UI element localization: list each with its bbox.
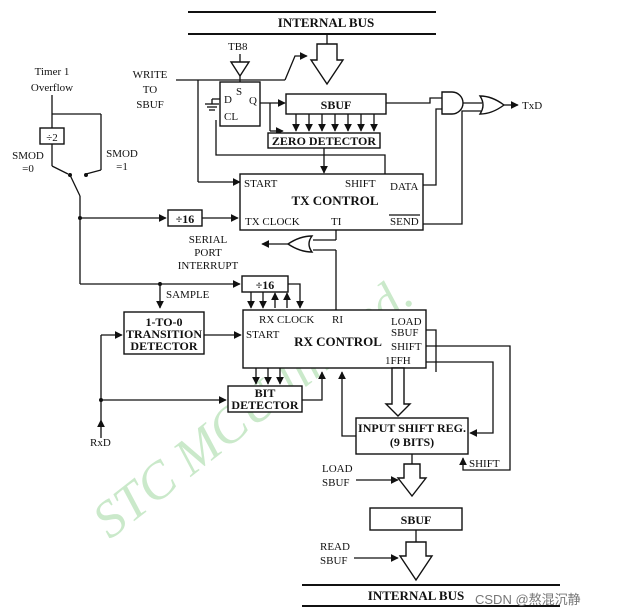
load-label-1: LOAD bbox=[322, 463, 353, 475]
rx-div16-label: ÷16 bbox=[256, 278, 275, 292]
write-label-2: TO bbox=[143, 84, 158, 96]
tx-shift-label: SHIFT bbox=[345, 178, 376, 190]
ff-q-label: Q bbox=[249, 95, 257, 107]
zero-detector-label: ZERO DETECTOR bbox=[272, 134, 376, 148]
rx-1ffh-label: 1FFH bbox=[385, 355, 411, 367]
tx-control-box bbox=[239, 173, 424, 231]
tx-div16-label: ÷16 bbox=[176, 212, 195, 226]
shift-to-sbuf-arrow bbox=[396, 463, 428, 498]
sbuf-tx-box bbox=[285, 93, 387, 115]
input-shift-label-2: (9 BITS) bbox=[390, 435, 434, 449]
serial-label-1: SERIAL bbox=[189, 234, 228, 246]
rx-shift-label: SHIFT bbox=[391, 341, 422, 353]
bus-to-sbuf-arrow bbox=[309, 43, 345, 86]
div2-label: ÷2 bbox=[46, 132, 58, 144]
smod1-label-2: =1 bbox=[116, 161, 128, 173]
rxd-label: RxD bbox=[90, 437, 111, 449]
bit-label-2: DETECTOR bbox=[231, 398, 298, 412]
bit-label-1: BIT bbox=[255, 386, 276, 400]
txd-label: TxD bbox=[522, 100, 542, 112]
txd-and-gate bbox=[441, 91, 464, 115]
credit-text: CSDN @熬混沉静 bbox=[475, 592, 581, 607]
ff-cl-label: CL bbox=[224, 111, 238, 123]
read-label-2: SBUF bbox=[320, 555, 348, 567]
timer-label-2: Overflow bbox=[31, 82, 73, 94]
tx-control-label: TX CONTROL bbox=[291, 193, 378, 208]
load-label-2: SBUF bbox=[322, 477, 350, 489]
tx-clock-label: TX CLOCK bbox=[245, 216, 300, 228]
sbuf-rx-label: SBUF bbox=[401, 513, 432, 527]
bit-detector-box bbox=[227, 385, 303, 413]
top-bus-label: INTERNAL BUS bbox=[278, 15, 374, 30]
rx-ri-label: RI bbox=[332, 314, 343, 326]
tx-start-label: START bbox=[244, 178, 278, 190]
tb8-flip-flop bbox=[219, 81, 261, 127]
sbuf-bit-arrows bbox=[292, 114, 378, 132]
smod0-label-1: SMOD bbox=[12, 150, 44, 162]
rx-control-box bbox=[242, 309, 427, 369]
rx-clock-label: RX CLOCK bbox=[259, 314, 314, 326]
tb8-buffer bbox=[229, 61, 251, 78]
transition-label-1: 1-TO-0 bbox=[145, 315, 182, 329]
interrupt-or-gate bbox=[286, 235, 314, 253]
smod-switch bbox=[69, 174, 81, 197]
tb8-label: TB8 bbox=[228, 41, 248, 53]
rx-start-label: START bbox=[246, 329, 280, 341]
tx-data-label: DATA bbox=[390, 181, 419, 193]
ff-s-label: S bbox=[236, 86, 242, 98]
txd-or-gate bbox=[478, 95, 506, 115]
rx-to-shift-reg-arrow bbox=[384, 367, 412, 417]
shift-feedback-label: SHIFT bbox=[469, 458, 500, 470]
rx-load-label-2: SBUF bbox=[391, 327, 419, 339]
smod0-label-2: =0 bbox=[22, 163, 34, 175]
input-shift-reg-box bbox=[355, 417, 469, 455]
smod1-label-1: SMOD bbox=[106, 148, 138, 160]
sample-label: SAMPLE bbox=[166, 289, 210, 301]
sbuf-to-bus-arrow bbox=[398, 541, 434, 582]
input-shift-label-1: INPUT SHIFT REG. bbox=[358, 421, 466, 435]
read-label-1: READ bbox=[320, 541, 350, 553]
ff-d-label: D bbox=[224, 94, 232, 106]
serial-label-3: INTERRUPT bbox=[178, 260, 239, 272]
tx-send-label: SEND bbox=[390, 216, 419, 228]
rx-load-label-1: LOAD bbox=[391, 316, 422, 328]
write-label-3: SBUF bbox=[136, 99, 164, 111]
write-label-1: WRITE bbox=[133, 69, 168, 81]
timer-label-1: Timer 1 bbox=[35, 66, 70, 78]
transition-label-3: DETECTOR bbox=[130, 339, 197, 353]
rx-control-label: RX CONTROL bbox=[294, 334, 382, 349]
sbuf-tx-label: SBUF bbox=[321, 98, 352, 112]
tx-ti-label: TI bbox=[331, 216, 342, 228]
transition-label-2: TRANSITION bbox=[126, 327, 202, 341]
serial-label-2: PORT bbox=[194, 247, 222, 259]
transition-detector-box bbox=[123, 311, 205, 355]
bottom-bus-label: INTERNAL BUS bbox=[368, 588, 464, 603]
